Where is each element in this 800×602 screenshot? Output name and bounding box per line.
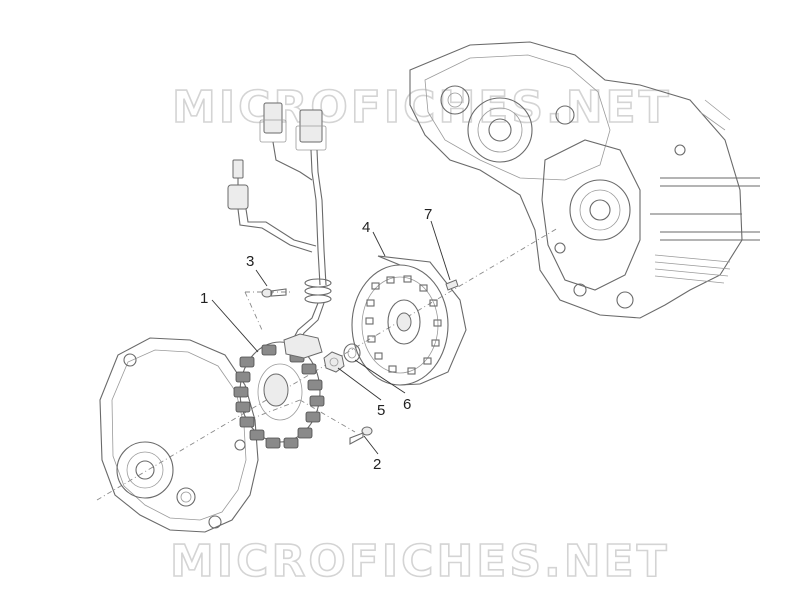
woodruff-key-7 [445, 279, 459, 291]
screw-3 [261, 288, 287, 298]
callout-3: 3 [246, 253, 254, 270]
nut-5 [323, 351, 345, 373]
leader-lines [211, 220, 451, 455]
callout-4: 4 [362, 219, 370, 236]
callout-2: 2 [373, 456, 381, 473]
crankcase-assembly [409, 41, 760, 319]
screw-2 [349, 426, 373, 445]
callout-7: 7 [424, 206, 432, 223]
callout-6: 6 [403, 396, 411, 413]
callout-1: 1 [200, 290, 208, 307]
wiring-harness [227, 102, 332, 349]
washer-6 [343, 343, 361, 363]
flywheel-rotor [351, 255, 467, 386]
watermark-bottom: MICROFICHES.NET [170, 536, 670, 587]
callout-5: 5 [377, 402, 385, 419]
flywheel-cover [99, 337, 259, 533]
stator-coil [233, 333, 325, 449]
watermark-top: MICROFICHES.NET [172, 82, 672, 133]
